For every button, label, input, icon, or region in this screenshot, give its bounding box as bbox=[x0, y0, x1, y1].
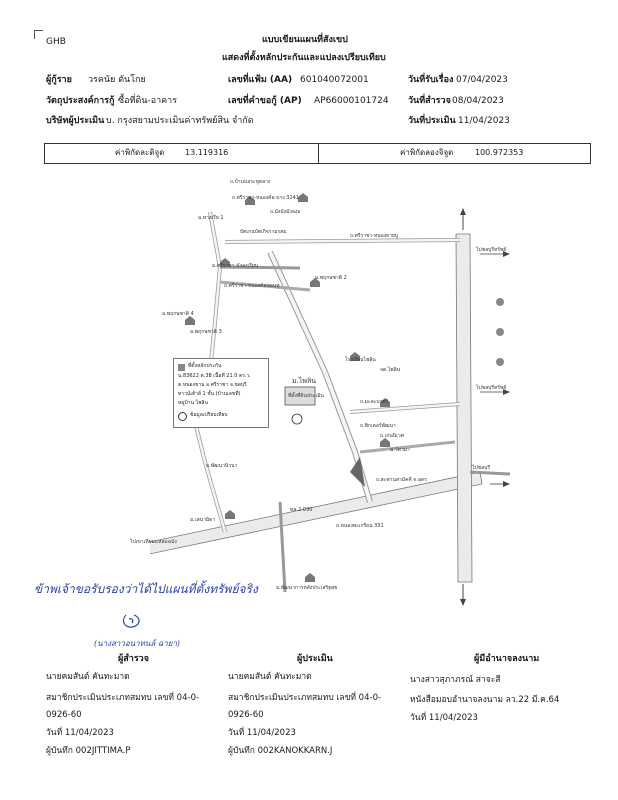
surveyor-member: สมาชิกประเมินประเภทสมทบ เลขที่ 04-0- bbox=[46, 693, 200, 703]
map-label: ไปชลบุรีทรัพย์ bbox=[476, 247, 507, 253]
surveyor-recorder: ผู้บันทึก 002JITTIMA.P bbox=[46, 746, 131, 756]
form-title: แบบเขียนแผนที่สังเขป bbox=[262, 35, 348, 45]
subject-square-icon bbox=[178, 364, 185, 371]
map-label: ไปเขาเทียมแหลมฉบัง bbox=[130, 539, 177, 545]
received-date-value: 07/04/2023 bbox=[456, 75, 508, 85]
coordinates-divider bbox=[318, 144, 319, 163]
map-roads bbox=[150, 193, 511, 606]
authority-title: ผู้มีอำนาจลงนาม bbox=[474, 654, 540, 664]
map-label: จต.ไพลิน bbox=[380, 367, 401, 373]
map-label: ถ.บ้านบ่อระหูดลาง bbox=[230, 179, 271, 185]
appraiser-member: สมาชิกประเมินประเภทสมทบ เลขที่ 04-0- bbox=[228, 693, 382, 703]
authority-name: นางสาวสุภาภรณ์ สาจะสี bbox=[410, 675, 501, 685]
appraisal-date-label: วันที่ประเมิน bbox=[408, 116, 456, 126]
legend-comparable: ข้อมูลเปรียบเทียบ bbox=[190, 412, 228, 418]
map-legend: ที่ตั้งหลักประกัน น.83622 ต.38 เนื้อที่ … bbox=[173, 358, 269, 428]
map-label: ถ.เกนนิเวศ bbox=[380, 433, 404, 439]
received-date-label: วันที่รับเรื่อง bbox=[408, 75, 454, 85]
appraiser-company-label: บริษัทผู้ประเมิน bbox=[46, 116, 105, 126]
handwritten-certification: ข้าพเจ้าขอรับรองว่าได้ไปแผนที่ตั้งทรัพย์… bbox=[34, 582, 258, 596]
form-subtitle: แสดงที่ตั้งหลักประกันและแปลงเปรียบเทียบ bbox=[222, 53, 386, 63]
appraiser-title: ผู้ประเมิน bbox=[297, 654, 333, 664]
appraiser-member-no: 0926-60 bbox=[228, 710, 264, 720]
map-label: ม.พัฒนาการหลังประเสริฐสุข bbox=[276, 585, 338, 591]
coordinates-box: ค่าพิกัดละติจูด 13.119316 ค่าพิกัดลองจิจ… bbox=[44, 143, 591, 164]
appraiser-date: วันที่ 11/04/2023 bbox=[228, 728, 296, 738]
purpose-value: ซื้อที่ดิน-อาคาร bbox=[118, 96, 178, 106]
map-label: ทล.2-030 bbox=[290, 507, 313, 513]
map-label: ถ.สะพานสามัคคี จ.อุดร bbox=[376, 477, 427, 483]
file-no-label: เลขที่แฟ้ม (AA) bbox=[228, 75, 293, 85]
purpose-label: วัตถุประสงค์การกู้ bbox=[46, 96, 115, 106]
longitude-label: ค่าพิกัดลองจิจูด bbox=[400, 148, 454, 157]
appraiser-name: นายคมสันต์ คันทะมาด bbox=[228, 672, 312, 682]
handwritten-signature bbox=[120, 612, 144, 630]
map-label: ถ.ศรีราชา-หนองยายบู bbox=[350, 233, 398, 239]
map-label: ม.พฤกษชาติ 2 bbox=[315, 275, 347, 281]
ap-no-value: AP66000101724 bbox=[314, 96, 389, 106]
ap-no-label: เลขที่คำขอกู้ (AP) bbox=[228, 96, 302, 106]
map-label: ม.วัดวมา bbox=[390, 447, 410, 453]
latitude-value: 13.119316 bbox=[185, 148, 229, 157]
survey-date-value: 08/04/2023 bbox=[452, 96, 504, 106]
map-label: ไปชลบุรีทรัพย์ bbox=[476, 385, 507, 391]
legend-subject: ที่ตั้งหลักประกัน bbox=[188, 363, 222, 369]
map-label: ถ.พิกเคอร์พัฒนา bbox=[360, 423, 396, 429]
surveyor-name: นายคมสันต์ คันทะมาด bbox=[46, 672, 130, 682]
map-label: ถ.มังมังมังลงอ bbox=[270, 209, 301, 215]
legend-line: น.83622 ต.38 เนื้อที่ 21.0 ตร.ว. bbox=[178, 373, 251, 379]
file-no-value: 601040072001 bbox=[300, 75, 369, 85]
map-label: ถ.ศรีราชา-หนองค้อ-บาง 3241 bbox=[232, 195, 300, 201]
legend-line: หมู่บ้าน ไพลิน bbox=[178, 400, 208, 406]
map-label: บัตเกนบัตเกิจรามรสม bbox=[240, 229, 287, 235]
surveyor-member-no: 0926-60 bbox=[46, 710, 82, 720]
map-label: โรงเรียนไพลิน bbox=[345, 357, 376, 363]
map-label: ม.เสนามิดา bbox=[190, 517, 216, 523]
brand-mark: GHB bbox=[46, 37, 66, 47]
legend-line: ทาวน์เฮ้าส์ 1 ชั้น (บ้านเลขที่) bbox=[178, 391, 241, 397]
map-label: ม.ศรีราชา-มังลงเรียน bbox=[212, 263, 259, 269]
location-map: ถ.บ้านบ่อระหูดลาง ถ.ศรีราชา-หนองค้อ-บาง … bbox=[130, 172, 590, 622]
highway-vertical bbox=[455, 233, 473, 583]
map-label: ถ.หนองพะเกรียน 331 bbox=[336, 523, 384, 529]
map-label: ม.พฤกษชาติ 4 bbox=[162, 311, 194, 317]
comparable-circle-icon bbox=[178, 412, 187, 421]
map-label: ที่ตั้งที่ดินประเมิน bbox=[288, 393, 324, 399]
map-label: ถ.ศรีราชา-หนองค้อหอนหู bbox=[224, 283, 280, 289]
map-label: ถ.มะละบายรี bbox=[360, 399, 388, 405]
appraiser-recorder: ผู้บันทึก 002KANOKKARN.J bbox=[228, 746, 333, 756]
longitude-value: 100.972353 bbox=[475, 148, 524, 157]
map-label: ม.ไพลิน bbox=[292, 377, 317, 385]
surveyor-date: วันที่ 11/04/2023 bbox=[46, 728, 114, 738]
appraisal-date-value: 11/04/2023 bbox=[458, 116, 510, 126]
map-label: ม.พฤกษชาติ 3 bbox=[190, 329, 222, 335]
handwritten-name: (นางสาวอนาทนล์ ฉายา) bbox=[94, 639, 181, 648]
subject-site-marker bbox=[284, 386, 316, 406]
borrower-value: วรคนัย ตันโกย bbox=[88, 75, 146, 85]
surveyor-title: ผู้สำรวจ bbox=[118, 654, 149, 664]
map-label: ม.ทางเรีย 1 bbox=[198, 215, 224, 221]
appraiser-company-value: บ. กรุงสยามประเมินค่าทรัพย์สิน จำกัด bbox=[106, 116, 254, 126]
legend-line: ต.หนองขาม อ.ศรีราชา จ.ชลบุรี bbox=[178, 382, 247, 388]
corner-tick bbox=[34, 30, 43, 39]
borrower-label: ผู้กู้ราย bbox=[46, 75, 72, 85]
latitude-label: ค่าพิกัดละติจูด bbox=[115, 148, 165, 157]
highway-331 bbox=[150, 471, 483, 555]
map-label: ม.พัฒนานิวนา bbox=[206, 463, 238, 469]
authority-power: หนังสือมอบอำนาจลงนาม ลว.22 มี.ค.64 bbox=[410, 695, 560, 705]
authority-date: วันที่ 11/04/2023 bbox=[410, 713, 478, 723]
map-label: ไปชลบุรี bbox=[472, 465, 491, 471]
survey-date-label: วันที่สำรวจ bbox=[408, 96, 451, 106]
